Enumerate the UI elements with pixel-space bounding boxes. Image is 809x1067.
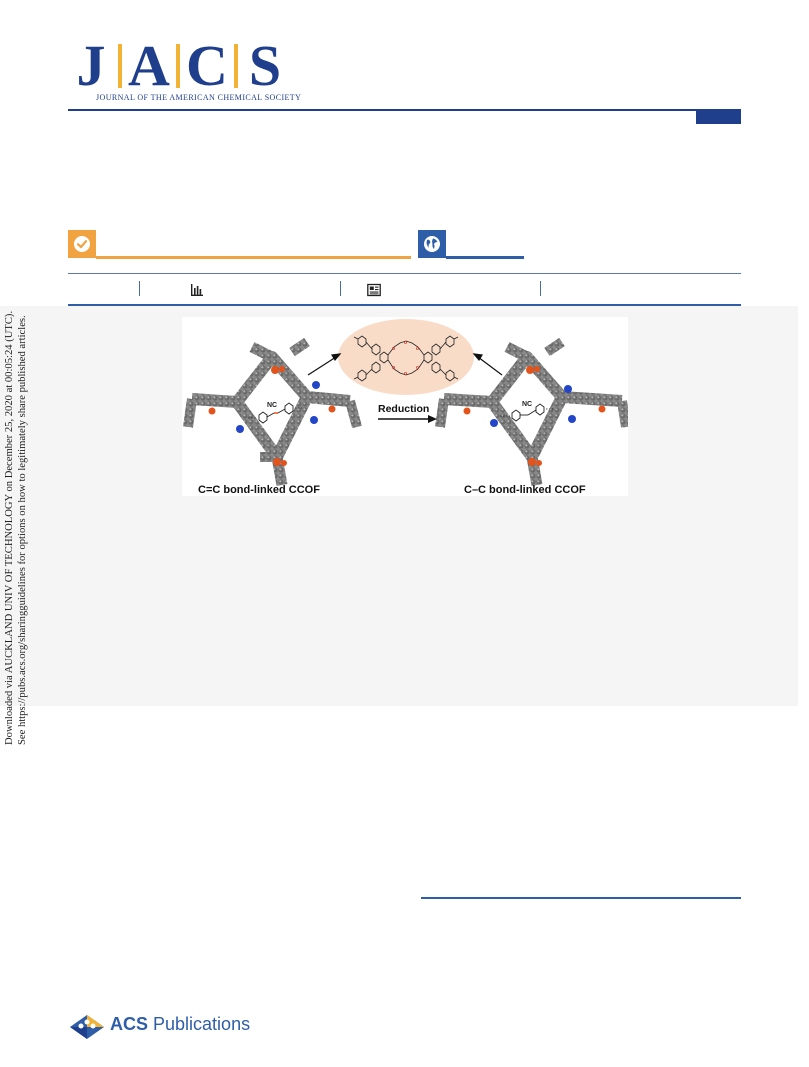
acs-hexagon-icon bbox=[70, 1015, 104, 1039]
acs-publications-wordmark: ACS Publications bbox=[110, 1014, 250, 1035]
logo-letter-a: A bbox=[128, 33, 170, 98]
svg-text:o: o bbox=[416, 346, 419, 352]
logo-letter-j: J bbox=[76, 33, 106, 98]
right-caption: C–C bond-linked CCOF bbox=[464, 484, 586, 496]
left-framework: NC bbox=[183, 337, 362, 486]
svg-text:o: o bbox=[392, 346, 395, 352]
metrics-separator bbox=[340, 281, 341, 296]
acs-name-bold: ACS bbox=[110, 1014, 149, 1034]
open-access-underline bbox=[96, 256, 411, 259]
globe-icon bbox=[424, 236, 440, 252]
logo-letter-c: C bbox=[186, 33, 228, 98]
svg-text:o: o bbox=[392, 365, 395, 371]
logo-divider bbox=[118, 44, 122, 88]
newspaper-icon[interactable] bbox=[367, 283, 381, 297]
left-caption: C=C bond-linked CCOF bbox=[198, 484, 320, 496]
logo-letter-s: S bbox=[248, 33, 282, 98]
acs-name-rest: Publications bbox=[148, 1014, 251, 1034]
header-tab bbox=[696, 110, 741, 124]
metrics-separator bbox=[139, 281, 140, 296]
check-circle-icon bbox=[74, 236, 90, 252]
acs-publications-logo[interactable]: ACS Publications bbox=[68, 1010, 250, 1042]
reduction-arrow: Reduction bbox=[378, 403, 437, 423]
toc-graphic-illustration: NC bbox=[183, 319, 631, 496]
right-nc-label: NC bbox=[522, 401, 532, 408]
svg-text:o: o bbox=[416, 365, 419, 371]
bar-chart-icon[interactable] bbox=[190, 283, 204, 297]
worldwide-access-badge[interactable] bbox=[418, 230, 446, 258]
reduction-label: Reduction bbox=[378, 403, 429, 415]
right-framework: NC bbox=[435, 337, 631, 486]
download-note: Downloaded via AUCKLAND UNIV OF TECHNOLO… bbox=[3, 311, 29, 745]
header-rule bbox=[68, 109, 741, 111]
inset-arrows bbox=[307, 353, 503, 376]
logo-divider bbox=[234, 44, 238, 88]
svg-text:o: o bbox=[404, 340, 407, 346]
left-nc-label: NC bbox=[267, 402, 277, 409]
footnote-rule bbox=[421, 897, 741, 899]
worldwide-underline bbox=[446, 256, 524, 259]
logo-divider bbox=[176, 44, 180, 88]
crown-ether-inset: o o o o o o bbox=[338, 319, 474, 395]
metrics-separator bbox=[540, 281, 541, 296]
metrics-bar-bottom-rule bbox=[68, 304, 741, 306]
toc-graphic: NC bbox=[182, 317, 631, 496]
journal-logo-letters: J A C S bbox=[68, 33, 288, 98]
open-access-badge[interactable] bbox=[68, 230, 96, 258]
metrics-bar-top-rule bbox=[68, 273, 741, 274]
svg-text:o: o bbox=[404, 371, 407, 377]
download-note-line1: Downloaded via AUCKLAND UNIV OF TECHNOLO… bbox=[4, 310, 15, 745]
journal-logo: J A C S JOURNAL OF THE AMERICAN CHEMICAL… bbox=[68, 33, 301, 106]
download-note-line2: See https://pubs.acs.org/sharingguidelin… bbox=[17, 315, 28, 745]
journal-subtitle: JOURNAL OF THE AMERICAN CHEMICAL SOCIETY bbox=[96, 93, 302, 102]
